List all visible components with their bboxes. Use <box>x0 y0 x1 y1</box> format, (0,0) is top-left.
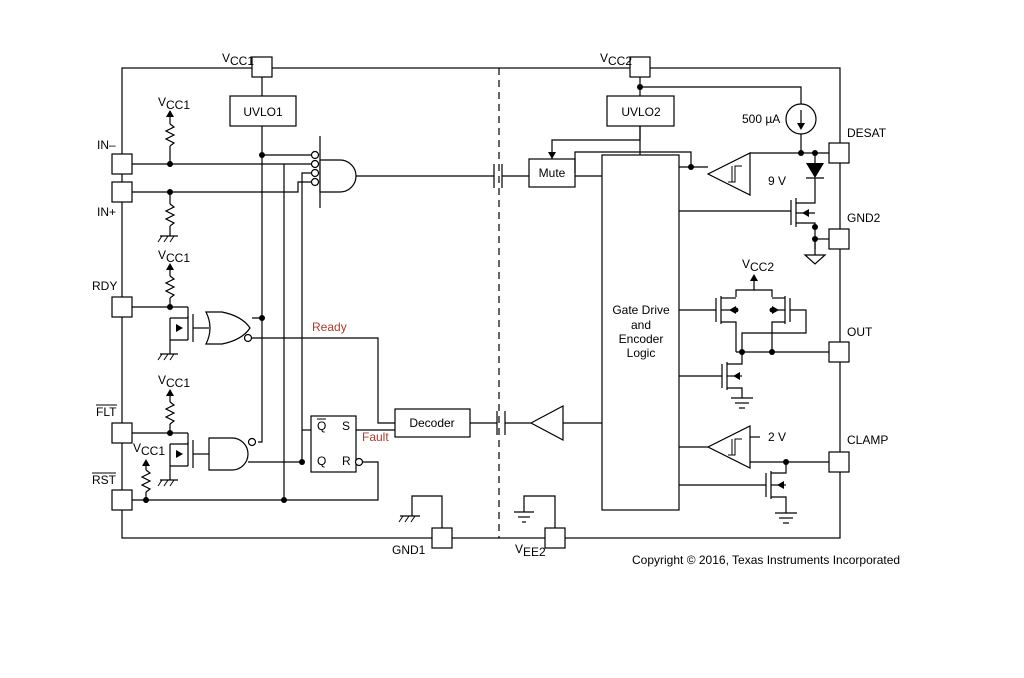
rst-pullup: VCC1 <box>133 441 165 503</box>
pin-rdy-label: RDY <box>92 279 117 293</box>
uvlo2-to-mute <box>551 126 641 159</box>
ff-s: S <box>342 419 350 433</box>
uvlo1-label: UVLO1 <box>243 105 283 119</box>
svg-text:VCC1: VCC1 <box>158 248 190 265</box>
current-source <box>785 103 817 135</box>
pin-vcc2-label: VCC2 <box>600 51 632 68</box>
mute-block: Mute <box>528 158 576 188</box>
clamp-threshold-label: 2 V <box>768 430 786 444</box>
rst-wire <box>132 461 379 501</box>
in-plus-wire <box>132 181 311 193</box>
pin-desat: DESAT <box>828 126 887 164</box>
ff-qbar: Q <box>317 419 326 433</box>
pin-in-minus: IN– <box>97 138 133 175</box>
gate-drive-line4: Logic <box>627 346 656 360</box>
desat-comparator <box>706 152 751 196</box>
pin-out: OUT <box>828 325 873 363</box>
pin-clamp-label: CLAMP <box>847 433 888 447</box>
decoder-block: Decoder <box>394 408 471 438</box>
vee2-wiring <box>514 495 556 528</box>
pin-clamp: CLAMP <box>828 433 888 473</box>
pin-rdy: RDY <box>92 279 133 318</box>
input-and-gate <box>310 136 357 208</box>
gate-drive-line1: Gate Drive <box>612 303 670 317</box>
pin-in-plus: IN+ <box>97 181 133 219</box>
rdy-transistor <box>157 307 209 361</box>
ff-r: R <box>342 454 351 468</box>
sr-flipflop: Q S Q R <box>310 415 364 473</box>
gate-drive-line2: and <box>631 318 651 332</box>
pin-out-label: OUT <box>847 325 873 339</box>
pin-gnd2-label: GND2 <box>847 211 881 225</box>
output-stage: VCC2 <box>679 257 829 409</box>
pin-rst: RST <box>92 472 133 511</box>
gnd1-wiring <box>398 495 443 528</box>
desat-to-mute <box>574 151 692 173</box>
svg-text:VCC1: VCC1 <box>158 373 190 390</box>
ff-q: Q <box>317 454 326 468</box>
pin-gnd2: GND2 <box>828 211 881 250</box>
in-minus-pullup: VCC1 <box>158 95 190 167</box>
mute-label: Mute <box>539 166 566 180</box>
rdy-nor-gate <box>205 311 253 345</box>
desat-diode <box>806 153 824 179</box>
pin-flt-label: FLT <box>96 405 117 419</box>
ready-signal-label: Ready <box>312 320 347 334</box>
clamp-comparator <box>706 425 751 469</box>
gate-drive-line3: Encoder <box>619 332 664 346</box>
pin-rst-label: RST <box>92 473 117 487</box>
uvlo1-to-rdy <box>254 155 263 319</box>
uvlo2-block: UVLO2 <box>606 77 675 127</box>
uvlo1-to-flt <box>258 318 263 443</box>
uvlo1-wire <box>261 126 311 156</box>
rx-capacitor <box>496 411 506 435</box>
uvlo1-block: UVLO1 <box>229 77 297 127</box>
in-plus-pulldown <box>157 189 178 243</box>
rdy-pullup: VCC1 <box>158 248 190 310</box>
svg-text:VCC2: VCC2 <box>742 257 774 274</box>
svg-text:VCC1: VCC1 <box>133 441 165 458</box>
pin-vcc1-label: VCC1 <box>222 51 254 68</box>
flt-transistor <box>157 433 209 487</box>
current-source-label: 500 µA <box>742 112 780 126</box>
vcc2-rail <box>640 86 802 104</box>
pin-in-plus-label: IN+ <box>97 205 116 219</box>
fault-feedback-wire <box>301 172 311 462</box>
rx-buffer <box>529 405 564 441</box>
gnd2-ground <box>803 239 827 265</box>
pin-gnd1-label: GND1 <box>392 543 426 557</box>
decoder-label: Decoder <box>409 416 454 430</box>
clamp-fet <box>679 462 797 524</box>
tx-capacitor <box>493 164 503 188</box>
gate-drive-block: Gate Drive and Encoder Logic <box>601 154 680 511</box>
fault-signal-label: Fault <box>362 430 389 444</box>
copyright-text: Copyright © 2016, Texas Instruments Inco… <box>632 553 900 567</box>
pin-gnd1: GND1 <box>392 527 453 557</box>
pin-vcc1: VCC1 <box>222 51 273 78</box>
pin-vcc2: VCC2 <box>600 51 651 78</box>
pin-vee2-label: VEE2 <box>515 542 546 559</box>
flt-pullup: VCC1 <box>158 373 190 436</box>
pin-desat-label: DESAT <box>847 126 887 140</box>
uvlo2-label: UVLO2 <box>621 105 661 119</box>
svg-text:VCC1: VCC1 <box>158 95 190 112</box>
desat-threshold-label: 9 V <box>768 174 786 188</box>
ready-wire <box>252 337 395 424</box>
pin-vee2: VEE2 <box>515 527 566 559</box>
flt-nand-gate <box>208 437 257 471</box>
pin-in-minus-label: IN– <box>97 138 116 152</box>
pin-flt: FLT <box>96 404 133 444</box>
